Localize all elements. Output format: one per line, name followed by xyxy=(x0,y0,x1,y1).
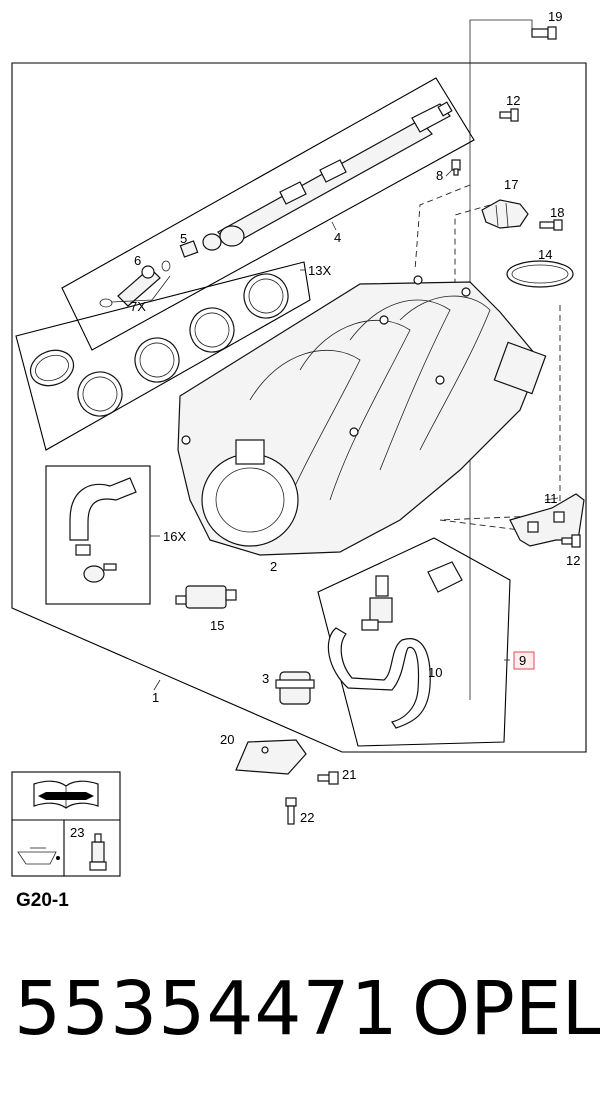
callout-13x: 13X xyxy=(308,263,331,278)
screw-21 xyxy=(317,771,339,785)
callout-18: 18 xyxy=(550,205,564,220)
callout-17: 17 xyxy=(504,177,518,192)
callout-23: 23 xyxy=(70,825,84,840)
callout-10: 10 xyxy=(428,665,442,680)
sensor-17 xyxy=(481,199,529,229)
fuel-rail-frame xyxy=(61,77,475,351)
hose-16x-frame xyxy=(45,465,151,605)
repair-manual-icon xyxy=(33,780,99,809)
valve-15 xyxy=(175,585,237,609)
callout-7x: 7X xyxy=(130,299,146,314)
legend-table xyxy=(11,771,121,877)
callout-21: 21 xyxy=(342,767,356,782)
callout-19: 19 xyxy=(548,9,562,24)
brand-name: OPEL xyxy=(412,966,600,1052)
callout-5: 5 xyxy=(180,231,187,246)
callout-16x: 16X xyxy=(163,529,186,544)
gasket-frame xyxy=(15,261,311,451)
hose-16x xyxy=(69,477,137,583)
highlight-box-9 xyxy=(513,651,535,670)
hose-10 xyxy=(327,561,463,729)
intake-gaskets-13x xyxy=(29,273,289,417)
callout-22: 22 xyxy=(300,810,314,825)
callout-12b: 12 xyxy=(566,553,580,568)
screw-18 xyxy=(539,219,563,231)
callout-14: 14 xyxy=(538,247,552,262)
callout-3: 3 xyxy=(262,671,269,686)
callout-2: 2 xyxy=(270,559,277,574)
callout-20: 20 xyxy=(220,732,234,747)
oil-pan-icon xyxy=(17,847,60,865)
fuel-rail-4 xyxy=(202,101,453,251)
callout-12a: 12 xyxy=(506,93,520,108)
callout-6: 6 xyxy=(134,253,141,268)
callout-1: 1 xyxy=(152,690,159,705)
intake-manifold-2 xyxy=(177,275,547,556)
callout-11: 11 xyxy=(544,491,558,506)
bolt-12-upper xyxy=(499,108,519,122)
injector-6 xyxy=(99,260,171,308)
seal-ring-14 xyxy=(506,260,574,288)
bolt-8 xyxy=(451,159,461,176)
bolt-12-lower xyxy=(561,534,581,548)
clip-5 xyxy=(179,240,199,258)
bolt-22 xyxy=(285,797,297,825)
assembly-frame-outline xyxy=(11,62,587,753)
grease-tube-icon xyxy=(89,833,107,871)
bushing-3 xyxy=(275,671,315,705)
diagram-code: G20-1 xyxy=(16,890,69,911)
callout-8: 8 xyxy=(436,168,443,183)
part-number: 55354471 xyxy=(14,966,399,1052)
callout-4: 4 xyxy=(334,230,341,245)
callout-15: 15 xyxy=(210,618,224,633)
bracket-20 xyxy=(235,739,307,775)
hose-10-frame xyxy=(317,537,511,747)
callout-9: 9 xyxy=(519,653,526,668)
